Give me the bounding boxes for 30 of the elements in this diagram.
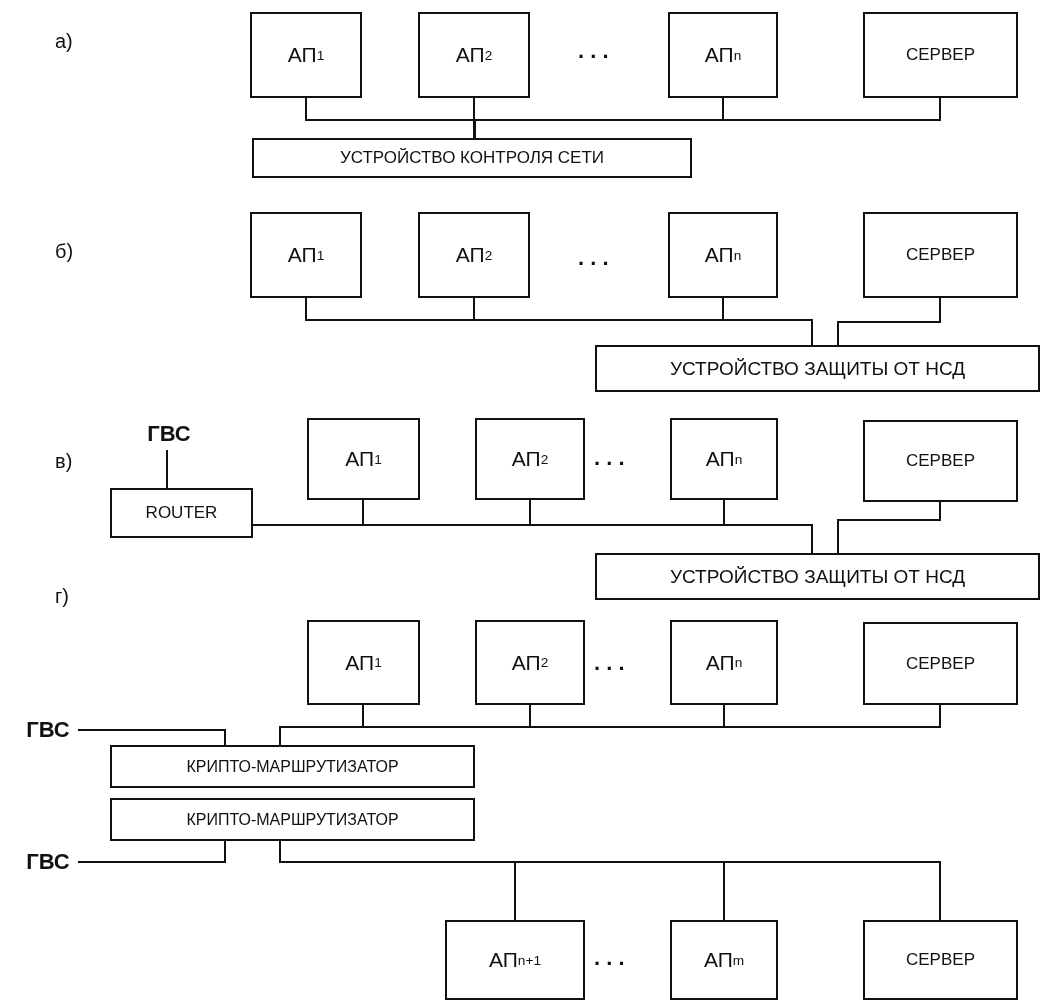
station-box: СЕРВЕР	[863, 920, 1018, 1000]
connector-line	[722, 297, 813, 346]
network-label: ГВС	[18, 846, 78, 878]
device-box: УСТРОЙСТВО ЗАЩИТЫ ОТ НСД	[595, 345, 1040, 392]
connector-line	[837, 501, 941, 554]
ellipsis-label: . . .	[578, 38, 609, 64]
panel-label: г)	[55, 585, 69, 608]
panel-label: а)	[55, 30, 73, 53]
connector-line	[837, 297, 941, 346]
ellipsis-label: . . .	[594, 445, 625, 471]
connector-line	[77, 729, 226, 746]
station-box: СЕРВЕР	[863, 12, 1018, 98]
station-box: ROUTER	[110, 488, 253, 538]
station-box: СЕРВЕР	[863, 622, 1018, 705]
device-box: КРИПТО-МАРШРУТИЗАТОР	[110, 745, 475, 788]
ellipsis-label: . . .	[594, 945, 625, 971]
device-box: КРИПТО-МАРШРУТИЗАТОР	[110, 798, 475, 841]
connector-line	[473, 97, 475, 139]
ellipsis-label: . . .	[578, 245, 609, 271]
network-label: ГВС	[18, 714, 78, 746]
device-box: УСТРОЙСТВО КОНТРОЛЯ СЕТИ	[252, 138, 692, 178]
station-box: СЕРВЕР	[863, 212, 1018, 298]
network-label: ГВС	[138, 418, 200, 450]
connector-line	[166, 449, 168, 489]
panel-label: б)	[55, 240, 74, 263]
station-box: СЕРВЕР	[863, 420, 1018, 502]
connector-line	[77, 840, 226, 863]
device-box: УСТРОЙСТВО ЗАЩИТЫ ОТ НСД	[595, 553, 1040, 600]
ellipsis-label: . . .	[594, 650, 625, 676]
panel-label: в)	[55, 450, 73, 473]
